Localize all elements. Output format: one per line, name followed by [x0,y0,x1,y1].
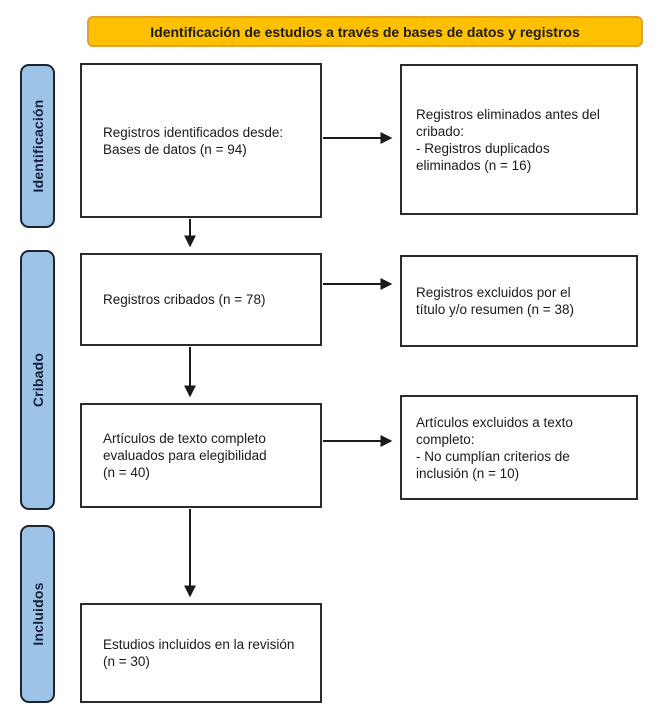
box-records-removed-line-3: - Registros duplicados [416,140,550,156]
stage-label-identificacion: Identificación [20,64,55,228]
box-records-removed-line-2: cribado: [416,123,465,139]
box-records-removed-line-4: eliminados (n = 16) [416,157,532,173]
stage-incluidos-text: Incluidos [29,582,46,646]
box-fulltext-line-1: Artículos de texto completo [103,431,266,446]
box-excluded-title-line-1: Registros excluidos por el [416,285,571,300]
box-fulltext-line-2: evaluados para elegibilidad [103,448,267,463]
box-articles-excluded-fulltext: Artículos excluidos a texto completo: - … [400,395,638,500]
box-included-line-1: Estudios incluidos en la revisión [103,637,295,652]
box-fulltext-assessed: Artículos de texto completo evaluados pa… [80,403,322,508]
banner: Identificación de estudios a través de b… [87,16,643,47]
box-records-removed-line-1: Registros eliminados antes del [416,106,600,122]
stage-identificacion-text: Identificación [29,99,46,193]
box-studies-included: Estudios incluidos en la revisión (n = 3… [80,603,322,703]
stage-label-cribado: Cribado [20,250,55,510]
banner-label: Identificación de estudios a través de b… [150,23,580,40]
box-included-line-2: (n = 30) [103,654,150,669]
box-excluded-fulltext-line-4: inclusión (n = 10) [416,465,520,481]
box-records-excluded-title-abstract: Registros excluidos por el título y/o re… [400,255,638,347]
box-excluded-fulltext-line-2: completo: [416,431,475,447]
box-records-identified: Registros identificados desde: Bases de … [80,63,322,218]
box-excluded-fulltext-line-3: - No cumplían criterios de [416,448,570,464]
box-excluded-title-line-2: título y/o resumen (n = 38) [416,302,574,317]
box-records-identified-line-2: Bases de datos (n = 94) [103,141,247,157]
stage-cribado-text: Cribado [29,352,46,408]
box-records-screened-line-1: Registros cribados (n = 78) [103,292,266,307]
box-records-identified-line-1: Registros identificados desde: [103,124,284,140]
box-excluded-fulltext-line-1: Artículos excluidos a texto [416,414,573,430]
box-records-removed-before-screening: Registros eliminados antes del cribado: … [400,64,638,215]
stage-label-incluidos: Incluidos [20,525,55,703]
box-fulltext-line-3: (n = 40) [103,465,150,480]
box-records-screened: Registros cribados (n = 78) [80,253,322,346]
